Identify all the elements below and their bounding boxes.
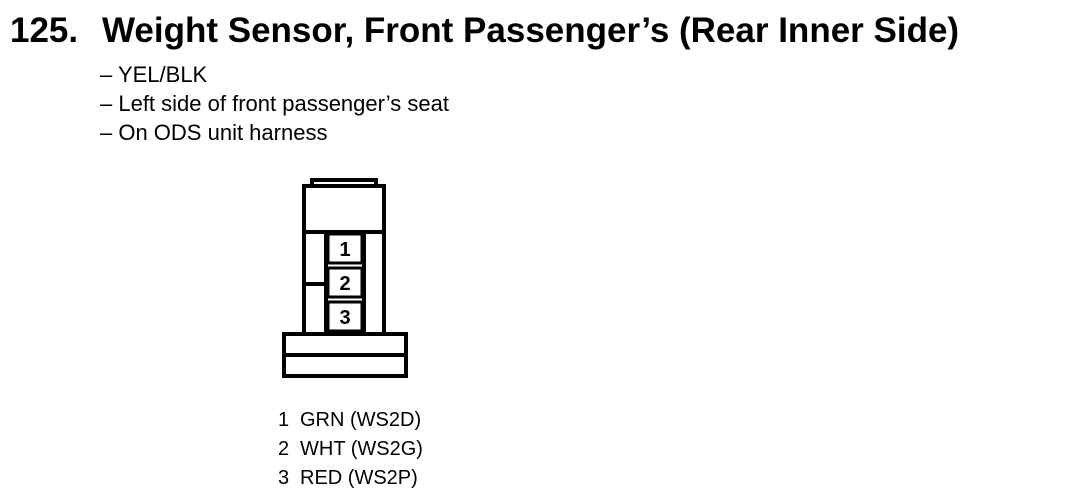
connector-notes: – YEL/BLK – Left side of front passenger… (100, 60, 449, 147)
pin-number: 3 (278, 467, 290, 489)
terminal-label-3: 3 (339, 307, 350, 329)
terminal-cavity-1 (326, 232, 364, 265)
pin-item: 1 GRN (WS2D) (278, 406, 423, 435)
pin-list: 1 GRN (WS2D) 2 WHT (WS2G) 3 RED (WS2P) (278, 406, 423, 493)
pin-number: 2 (278, 438, 290, 460)
section-title: Weight Sensor, Front Passenger’s (Rear I… (102, 11, 960, 50)
page-title: 125. Weight Sensor, Front Passenger’s (Re… (10, 6, 959, 56)
connector-top-tab (310, 178, 378, 186)
pin-wire: RED (WS2P) (300, 467, 418, 489)
note-harness: – On ODS unit harness (100, 120, 328, 145)
section-number: 125. (10, 11, 79, 50)
pin-wire: GRN (WS2D) (300, 409, 422, 431)
terminal-label-2: 2 (339, 273, 350, 295)
pin-item: 2 WHT (WS2G) (278, 435, 423, 464)
pin-wire: WHT (WS2G) (300, 438, 423, 460)
pin-number: 1 (278, 409, 290, 431)
note-wire-color: – YEL/BLK (100, 62, 208, 87)
terminal-cavity-2 (326, 266, 364, 299)
connector-diagram: 1 2 3 (282, 178, 408, 378)
terminal-label-1: 1 (339, 239, 350, 261)
note-location: – Left side of front passenger’s seat (100, 91, 449, 116)
terminal-cavity-3 (326, 300, 364, 333)
pin-item: 3 RED (WS2P) (278, 464, 423, 493)
